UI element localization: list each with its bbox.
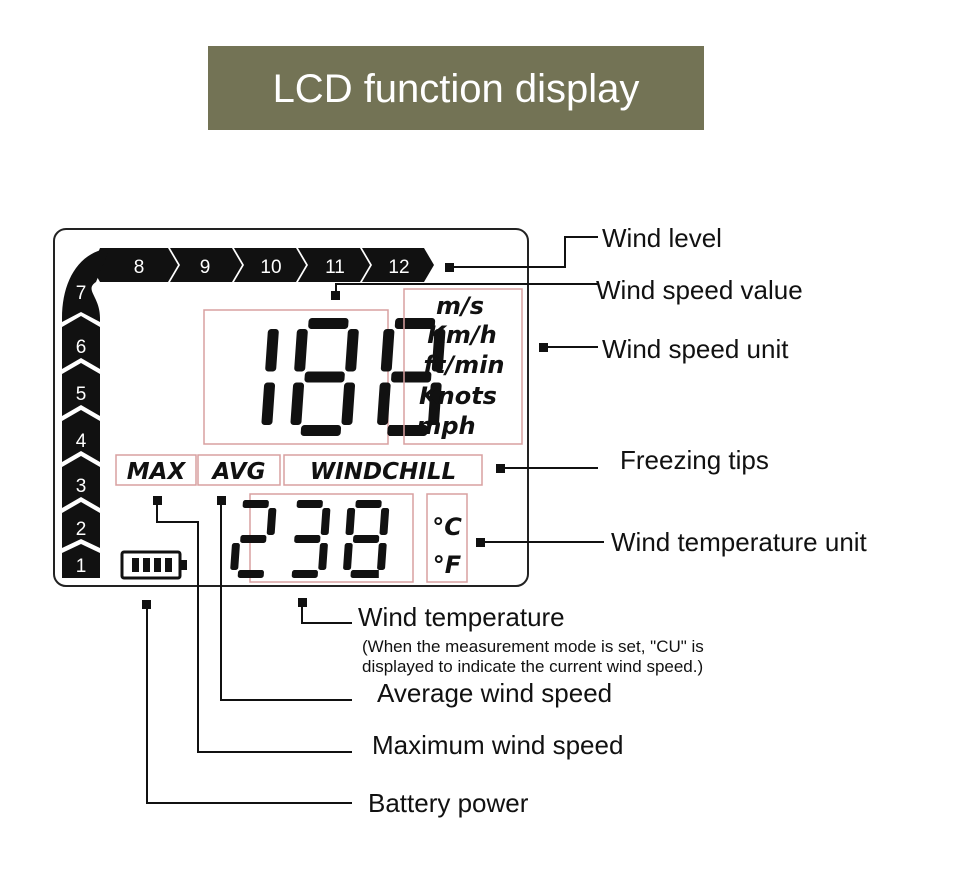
wind-level-segment-8 [92, 248, 178, 282]
unit-mph: mph [416, 412, 475, 440]
callout-wind-speed-value: Wind speed value [596, 275, 803, 305]
unit-fahrenheit: °F [433, 551, 462, 579]
wind-level-segment-12 [362, 248, 434, 282]
wind-level-label-4: 4 [76, 431, 87, 452]
digit-segment [428, 382, 442, 425]
callout-maximum-wind-speed: Maximum wind speed [372, 730, 623, 760]
digit-segment [296, 500, 323, 508]
wind-level-segment-5 [62, 363, 100, 416]
wind-level-segment-11 [298, 248, 370, 282]
unit-kmh: Km/h [427, 321, 496, 349]
unit-celsius: °C [432, 513, 462, 541]
digit-segment [265, 329, 279, 372]
wind-level-label-7: 7 [76, 283, 87, 304]
wind-level-segment-2 [62, 502, 100, 548]
wind-level-label-1: 1 [76, 556, 87, 577]
digit-segment [379, 508, 390, 535]
digit-segment [320, 508, 331, 535]
digit-segment [261, 382, 276, 425]
callout-wind-temperature-note-2: displayed to indicate the current wind s… [362, 657, 703, 676]
windchill-label-box [283, 454, 483, 486]
wind-level-label-12: 12 [388, 257, 409, 278]
wind-level-bar-left: 7 6 5 4 3 2 1 [62, 248, 110, 578]
digit-segment [391, 371, 432, 383]
max-label-box [115, 454, 197, 486]
digit-segment [394, 318, 436, 329]
digit-segment [291, 570, 318, 578]
digit-segment [350, 570, 377, 578]
unit-ftmin: ft/min [424, 351, 505, 379]
digit-segment [266, 508, 277, 535]
digit-segment [242, 500, 269, 508]
digit-segment [294, 535, 321, 543]
wind-level-bar-top: 8 9 10 11 12 [92, 248, 434, 282]
callout-battery-power: Battery power [368, 788, 529, 818]
digit-segment [343, 543, 353, 570]
wind-speed-digits [261, 318, 446, 436]
callout-wind-temperature: Wind temperature [358, 602, 565, 632]
digit-segment [230, 543, 240, 570]
avg-label-box [197, 454, 281, 486]
digit-segment [290, 382, 305, 425]
battery-icon [120, 550, 187, 580]
wind-level-label-3: 3 [76, 476, 87, 497]
wind-level-label-8: 8 [134, 257, 145, 278]
wind-level-segment-9 [170, 248, 242, 282]
diagram-title: LCD function display [273, 67, 640, 111]
wind-speed-unit-box [403, 288, 523, 445]
avg-label: AVG [211, 459, 266, 485]
wind-level-label-5: 5 [76, 384, 87, 405]
digit-segment [294, 329, 308, 372]
unit-ms: m/s [436, 292, 484, 320]
wind-level-label-2: 2 [76, 519, 87, 540]
callout-freezing-tips: Freezing tips [620, 445, 769, 475]
digit-segment [377, 382, 391, 425]
wind-level-segment-3 [62, 456, 100, 508]
wind-level-label-6: 6 [76, 337, 87, 358]
digit-segment [431, 329, 446, 372]
digit-segment [345, 508, 356, 535]
wind-temperature-box [249, 493, 414, 583]
callout-wind-temperature-note-1: (When the measurement mode is set, "CU" … [362, 637, 704, 656]
title-banner [208, 46, 704, 130]
wind-level-segment-6 [62, 316, 100, 369]
callout-average-wind-speed: Average wind speed [377, 678, 612, 708]
callout-wind-temperature-unit: Wind temperature unit [611, 527, 868, 557]
digit-segment [308, 318, 349, 329]
digit-segment [345, 329, 359, 372]
callout-wind-speed-unit: Wind speed unit [602, 334, 789, 364]
digit-segment [380, 329, 395, 372]
wind-level-segment-4 [62, 410, 100, 462]
digit-segment [318, 543, 328, 570]
digit-segment [341, 382, 356, 425]
digit-segment [240, 535, 267, 543]
callout-leaders [142, 236, 604, 804]
wind-level-segment-10 [234, 248, 306, 282]
temperature-unit-box [426, 493, 468, 583]
windchill-label: WINDCHILL [310, 459, 456, 485]
wind-speed-value-box [203, 309, 389, 445]
digit-segment [237, 570, 264, 578]
digit-segment [304, 371, 345, 383]
wind-level-segment-1 [62, 544, 100, 578]
max-label: MAX [127, 459, 187, 485]
lcd-frame [53, 228, 529, 587]
wind-level-label-11: 11 [325, 257, 345, 278]
digit-segment [300, 425, 342, 436]
digit-segment [355, 500, 382, 508]
wind-level-label-10: 10 [260, 257, 281, 278]
wind-temperature-digits [230, 500, 390, 578]
unit-knots: Knots [419, 382, 497, 410]
wind-level-label-9: 9 [200, 257, 211, 278]
callout-wind-level: Wind level [602, 223, 722, 253]
digit-segment [387, 425, 428, 436]
digit-segment [352, 535, 380, 543]
wind-level-segment-7 [62, 248, 110, 322]
digit-segment [377, 543, 387, 570]
